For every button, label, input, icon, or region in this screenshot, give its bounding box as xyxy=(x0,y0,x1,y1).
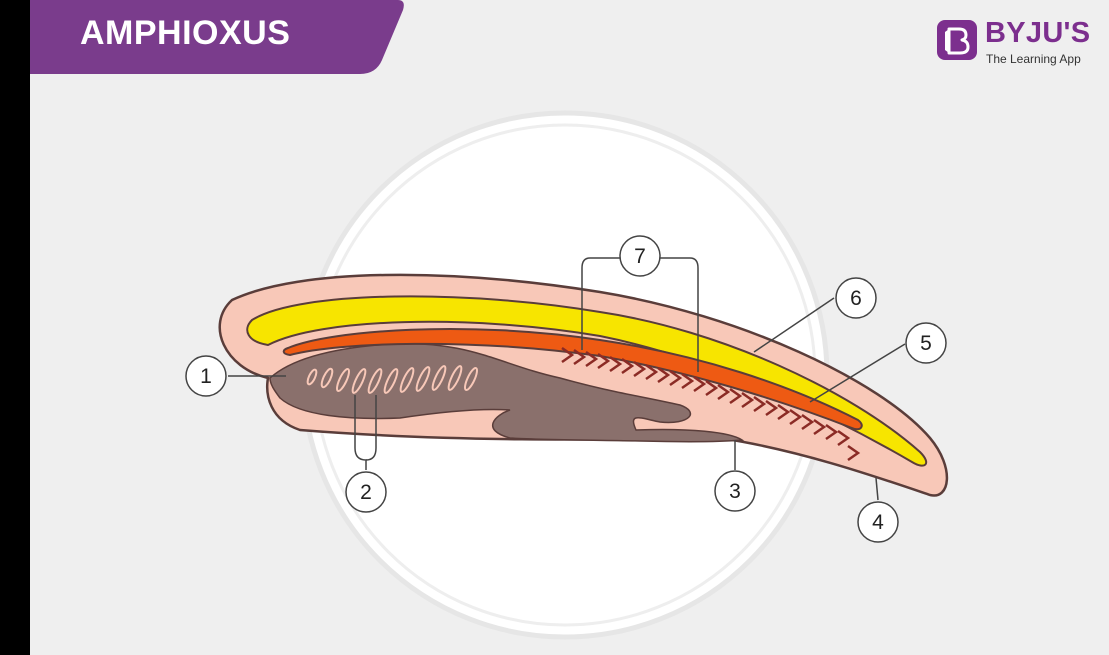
pharynx xyxy=(269,342,745,443)
myotomes xyxy=(561,346,861,462)
nerve-cord xyxy=(246,295,928,467)
callout-7: 7 xyxy=(619,235,661,277)
notochord xyxy=(282,327,863,431)
callout-label: 4 xyxy=(872,511,884,534)
callout-5: 5 xyxy=(905,322,947,364)
callout-label: 5 xyxy=(920,332,932,355)
title-banner: AMPHIOXUS xyxy=(30,0,406,74)
byjus-logo: BYJU'S The Learning App xyxy=(937,17,1102,68)
leader-lines xyxy=(228,257,906,501)
callout-3: 3 xyxy=(714,470,756,512)
callout-label: 1 xyxy=(200,365,212,388)
logo-tagline: The Learning App xyxy=(986,52,1081,66)
callout-label: 3 xyxy=(729,480,741,503)
page-title: AMPHIOXUS xyxy=(80,14,291,52)
callout-4: 4 xyxy=(857,501,899,543)
callout-6: 6 xyxy=(835,277,877,319)
callout-label: 2 xyxy=(360,481,372,504)
callout-label: 7 xyxy=(634,245,646,268)
gill-slits xyxy=(306,365,478,394)
callout-label: 6 xyxy=(850,287,862,310)
callout-1: 1 xyxy=(185,355,227,397)
callout-2: 2 xyxy=(345,471,387,513)
byjus-b-icon xyxy=(937,20,977,60)
logo-name: BYJU'S xyxy=(985,17,1091,49)
